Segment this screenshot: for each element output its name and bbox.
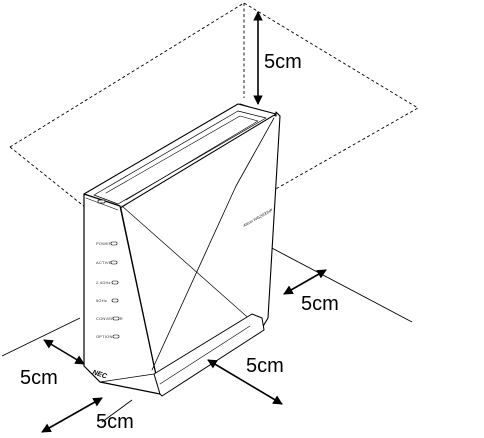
front-dimension-arrow-icon	[41, 397, 103, 433]
left-dimension-arrow-icon	[43, 339, 85, 365]
router-front-bevel	[85, 197, 119, 211]
floor-lines	[1, 245, 413, 423]
router-stand-edge	[99, 373, 155, 383]
top-dimension-label: 5cm	[264, 51, 302, 73]
left-dimension-label: 5cm	[20, 367, 58, 389]
brand-logo: NEC	[91, 369, 108, 381]
router-top-groove	[105, 115, 259, 201]
front-dimension-label: 5cm	[96, 411, 134, 433]
led-active-icon	[110, 260, 118, 265]
clearance-top-outline	[9, 2, 419, 261]
router-side-crease-2	[121, 205, 263, 331]
led-option-icon	[112, 334, 120, 339]
router-side-crease-1	[151, 117, 275, 371]
right-dimension-arrow-icon	[207, 359, 283, 405]
indicator-label-converter: CONVERTER	[96, 316, 123, 321]
led-converter-icon	[112, 316, 120, 321]
indicator-label-24ghz: 2.4GHz	[96, 280, 111, 285]
indicator-label-active: ACTIVE	[96, 260, 112, 265]
floor-line-right	[267, 245, 413, 323]
router-top-inner	[93, 110, 267, 205]
back-dimension-arrow-icon	[283, 269, 327, 295]
dimension-arrows	[41, 11, 327, 433]
back-dimension-label: 5cm	[301, 293, 339, 315]
led-5ghz-icon	[111, 298, 119, 303]
indicator-label-power: POWER	[96, 241, 112, 246]
router-stand-groove	[159, 325, 251, 385]
right-dimension-label: 5cm	[246, 355, 284, 377]
floor-line-front	[101, 399, 133, 423]
router-device	[83, 103, 281, 397]
router-front-panel	[83, 193, 161, 395]
floor-line-left	[1, 317, 81, 357]
status-lamp-icon	[97, 199, 106, 204]
indicator-label-5ghz: 5GHz	[96, 298, 107, 303]
led-24ghz-icon	[111, 280, 119, 285]
indicator-label-option: OPTION	[96, 334, 113, 339]
led-power-icon	[110, 241, 118, 246]
